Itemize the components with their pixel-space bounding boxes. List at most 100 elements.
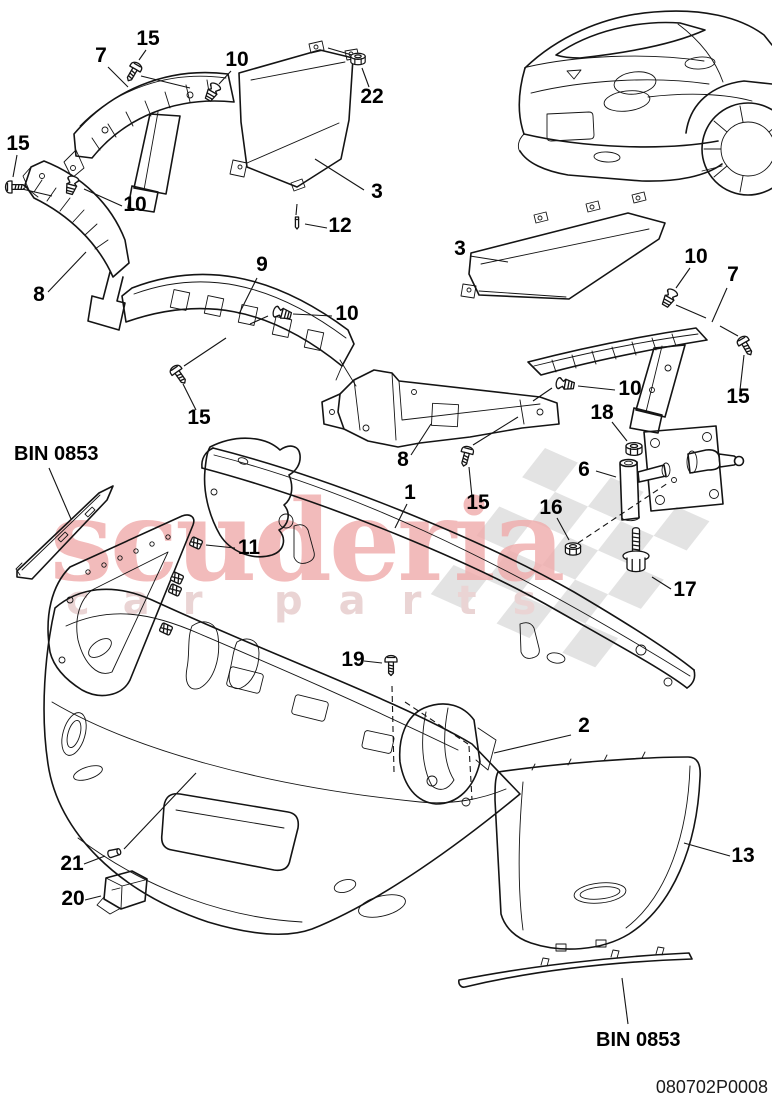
callout-1: 1 — [404, 481, 416, 504]
callout-leader — [469, 255, 509, 263]
pointer-line — [21, 188, 53, 197]
callout-leader — [238, 277, 258, 315]
callout-leader — [47, 251, 87, 293]
pointer-line — [675, 304, 707, 319]
pointer-line — [391, 685, 395, 773]
callout-16: 16 — [539, 496, 562, 519]
part-6-spacer-tube — [619, 458, 640, 522]
callout-11: 11 — [238, 536, 261, 559]
part-corner-mounting-frame — [47, 514, 195, 697]
callout-21: 21 — [60, 852, 84, 875]
callout-leader — [675, 267, 691, 289]
screw-icon — [734, 333, 757, 359]
part-20-retaining-bracket — [96, 870, 148, 915]
bin-leader — [48, 467, 72, 520]
screw-icon — [122, 59, 145, 85]
callout-15: 15 — [136, 27, 160, 50]
nut-icon — [625, 441, 643, 457]
callout-10: 10 — [618, 377, 641, 400]
callout-leader — [410, 423, 432, 456]
callout-15: 15 — [187, 406, 211, 429]
part-towing-mount-assembly — [637, 425, 745, 512]
part-7-carrier-left — [63, 71, 235, 213]
callout-7: 7 — [727, 263, 739, 286]
callout-leader — [468, 466, 473, 498]
callout-leader — [83, 855, 106, 865]
callout-15: 15 — [6, 132, 30, 155]
callout-2: 2 — [578, 714, 590, 737]
callout-10: 10 — [123, 193, 146, 216]
bin-leader — [621, 977, 629, 1025]
callout-6: 6 — [578, 458, 590, 481]
callout-19: 19 — [341, 648, 364, 671]
callout-leader — [361, 67, 370, 88]
callout-15: 15 — [726, 385, 750, 408]
clip-icon — [202, 80, 223, 104]
part-2-lower-center-section — [398, 703, 497, 805]
callout-8: 8 — [397, 448, 409, 471]
pointer-line — [472, 416, 519, 446]
bin-label: BIN 0853 — [596, 1029, 681, 1051]
pointer-line — [577, 482, 669, 544]
pin-icon — [294, 216, 300, 230]
callout-leader — [611, 421, 628, 442]
callout-17: 17 — [673, 578, 696, 601]
scuderia-watermark: scuderia car parts — [50, 448, 710, 668]
callout-leader — [711, 287, 728, 323]
callout-leader — [107, 66, 129, 88]
part-1-impact-strip — [201, 447, 696, 689]
callout-leader — [292, 313, 333, 317]
checker-cell — [532, 491, 588, 536]
grommet-icon — [158, 621, 174, 637]
part-13-rear-section-right — [494, 751, 701, 952]
callout-leader — [205, 544, 236, 549]
callout-13: 13 — [731, 844, 754, 867]
pointer-line — [532, 387, 553, 402]
callout-leader — [363, 660, 383, 664]
callout-15: 15 — [466, 491, 490, 514]
part-absorber-end-cap — [203, 437, 301, 558]
checker-cell — [542, 535, 598, 580]
callout-leader — [182, 383, 197, 411]
pointer-line — [183, 337, 227, 367]
checker-cell — [522, 448, 578, 492]
clip-icon — [63, 174, 80, 196]
bin-label: BIN 0853 — [14, 443, 99, 465]
checker-cell — [608, 565, 664, 609]
callout-leader — [493, 734, 572, 754]
pointer-line — [123, 772, 197, 850]
drawing-number: 080702P0008 — [656, 1077, 768, 1097]
callout-leader — [577, 385, 616, 391]
screw-icon — [457, 444, 476, 469]
callout-10: 10 — [225, 48, 248, 71]
nut-icon — [350, 52, 366, 66]
part-3-closing-panel-right — [460, 191, 666, 300]
callout-3: 3 — [371, 180, 383, 203]
callout-leader — [651, 576, 672, 590]
callout-leader — [595, 470, 617, 478]
part-3-closing-panel-left — [229, 40, 360, 192]
callout-8: 8 — [33, 283, 45, 306]
callout-leader — [83, 188, 123, 207]
part-9-reinforcement-beam — [121, 273, 357, 387]
callout-leader — [314, 158, 365, 191]
checker-cell — [496, 594, 553, 639]
callout-3: 3 — [454, 237, 466, 260]
callout-9: 9 — [256, 253, 268, 276]
watermark-tagline-parts: parts — [274, 578, 572, 624]
callout-leader — [304, 223, 328, 229]
callout-leader — [739, 354, 745, 391]
clip-icon — [271, 305, 293, 322]
checker-cell — [430, 564, 487, 609]
callout-leader — [394, 503, 408, 529]
clip-icon — [554, 376, 576, 392]
pointer-line — [404, 701, 469, 745]
callout-leader — [556, 517, 570, 541]
stud-icon — [106, 847, 123, 859]
callout-leader — [218, 70, 232, 85]
nut-icon — [564, 542, 582, 556]
pointer-line — [719, 325, 739, 337]
checker-cell — [476, 506, 533, 551]
